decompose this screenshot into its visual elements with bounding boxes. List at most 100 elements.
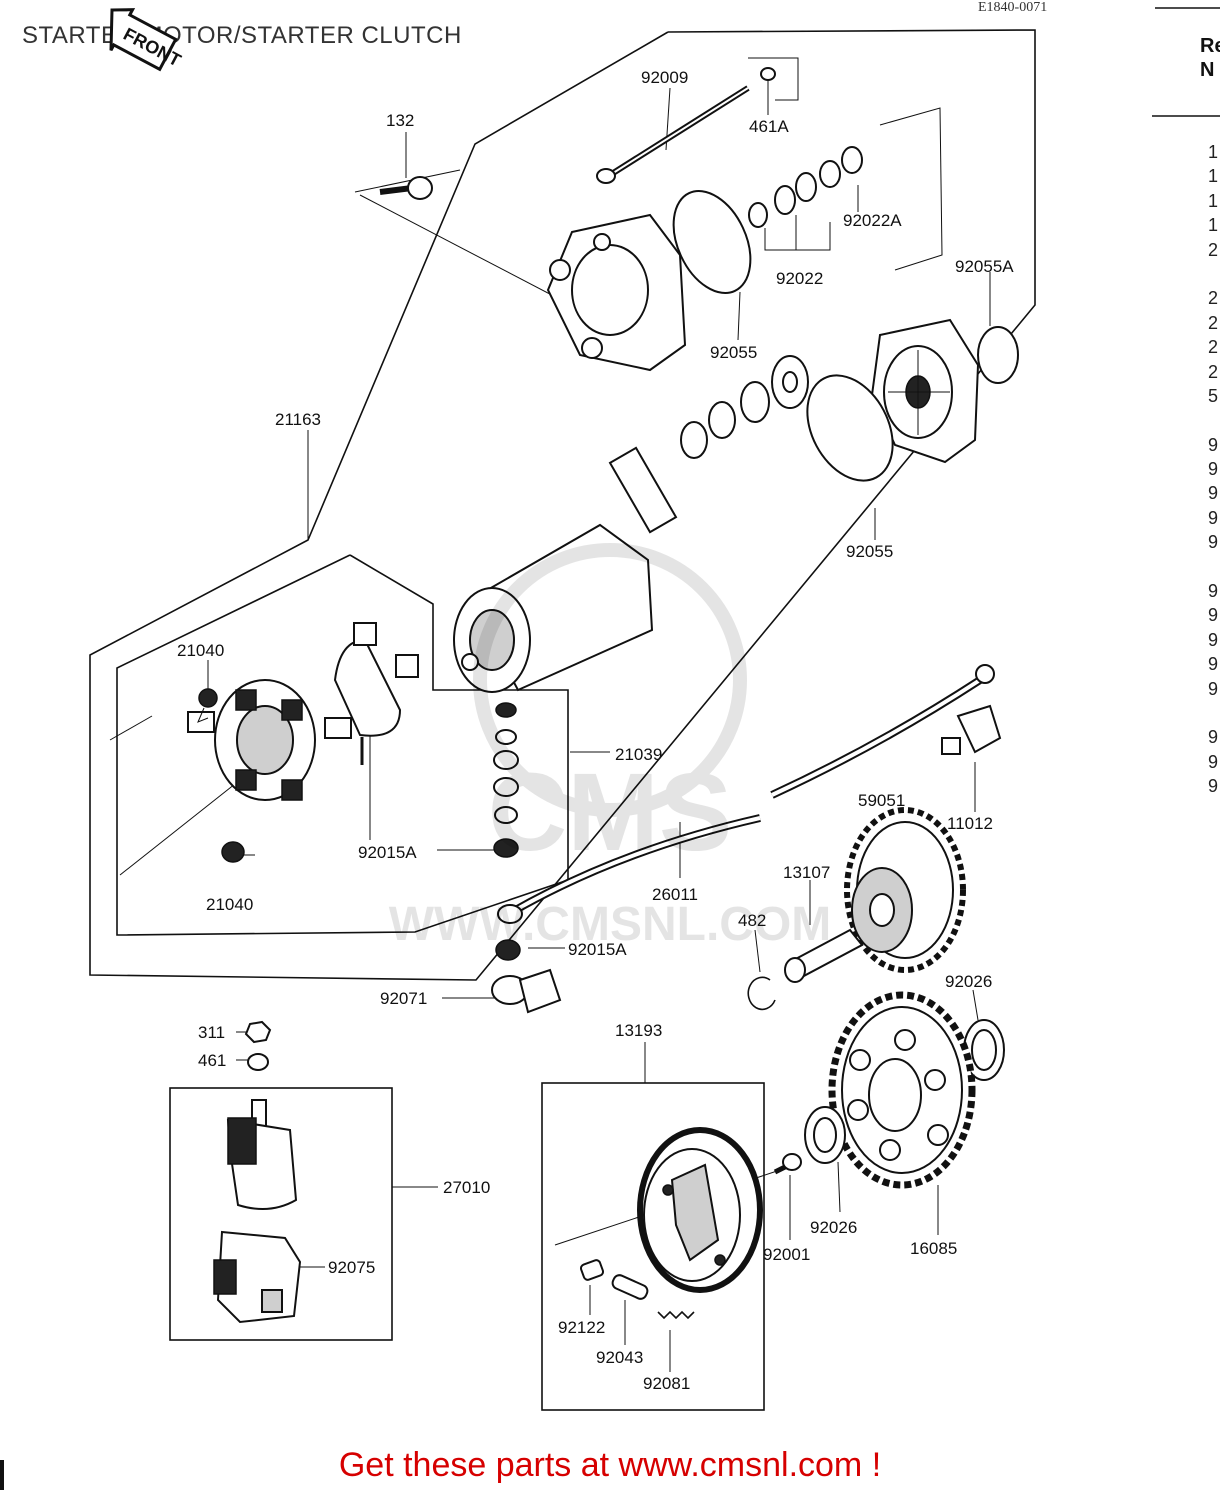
ref-number: 9 <box>1208 434 1219 455</box>
label-21040-top: 21040 <box>177 641 224 660</box>
label-92055-mid: 92055 <box>846 542 893 561</box>
label-21163: 21163 <box>275 410 321 429</box>
end-cover-icon <box>546 213 687 372</box>
leader-92026-top <box>972 989 979 1021</box>
ref-heading-line-1: Re <box>1200 35 1220 57</box>
label-92043: 92043 <box>596 1348 643 1367</box>
label-21040-bottom: 21040 <box>206 895 253 914</box>
label-92055a: 92055A <box>955 257 1014 276</box>
circlip-482-icon <box>747 976 776 1011</box>
ref-column-heading: Re N <box>1200 34 1220 82</box>
label-92055-top: 92055 <box>710 343 757 362</box>
ref-number: 9 <box>1208 507 1219 528</box>
label-92022: 92022 <box>776 269 823 288</box>
ref-number: 9 <box>1208 459 1219 480</box>
label-132: 132 <box>386 111 414 130</box>
clutch-box-13193 <box>541 1082 765 1411</box>
solenoid-27010-icon <box>226 1099 298 1210</box>
ref-number: 9 <box>1208 751 1219 772</box>
nut-311-icon <box>244 1020 272 1044</box>
leader-92055-top <box>737 291 741 341</box>
label-27010: 27010 <box>443 1178 490 1197</box>
bolt-92009-icon <box>596 85 750 184</box>
label-26011: 26011 <box>652 885 698 904</box>
brush-holder-icon <box>187 679 352 801</box>
spring-92081-icon <box>657 1310 695 1320</box>
bolt-92001-icon <box>773 1153 802 1175</box>
ref-number: 2 <box>1208 288 1219 309</box>
cta-link[interactable]: Get these parts at www.cmsnl.com ! <box>338 1446 882 1484</box>
label-92015a-left: 92015A <box>358 843 417 862</box>
o-ring-92055-mid-icon <box>806 374 894 482</box>
label-92015a-bottom: 92015A <box>568 940 627 959</box>
label-461a: 461A <box>749 117 789 136</box>
ref-number: 9 <box>1208 776 1219 797</box>
label-59051: 59051 <box>858 791 905 810</box>
ref-number: 2 <box>1208 239 1219 260</box>
ref-number: 1 <box>1208 166 1219 187</box>
ref-number: 9 <box>1208 581 1219 602</box>
label-92026-top: 92026 <box>945 972 992 991</box>
ref-number: 1 <box>1208 215 1219 236</box>
ref-number: 9 <box>1208 605 1219 626</box>
ref-number: 9 <box>1208 727 1219 748</box>
label-92026-bottom: 92026 <box>810 1218 857 1237</box>
ref-number: 9 <box>1208 654 1219 675</box>
washers-92022-icon <box>748 146 863 228</box>
ref-number: 9 <box>1208 483 1219 504</box>
label-92075: 92075 <box>328 1258 375 1277</box>
washer-92026-top-icon <box>963 1019 1005 1081</box>
spring-21040-bottom-icon <box>221 841 255 863</box>
leader-92026-bottom <box>837 1161 841 1213</box>
terminal-cap-11012-icon <box>941 704 1002 755</box>
leader-482 <box>754 929 761 973</box>
spring-21040-top-icon <box>197 688 218 723</box>
cover-92075-icon <box>213 1230 302 1324</box>
label-21039: 21039 <box>615 745 662 764</box>
left-edge-mark <box>0 1460 4 1490</box>
washer-461a-icon <box>760 67 776 81</box>
washer-stack-92015a-icon <box>493 702 519 858</box>
terminal-92071-icon <box>491 968 562 1014</box>
solenoid-box-27010 <box>169 1087 393 1341</box>
ref-number: 5 <box>1208 385 1219 406</box>
ref-number: 1 <box>1208 142 1219 162</box>
front-arrow-icon: FRONT <box>109 8 184 72</box>
ref-number: 2 <box>1208 312 1219 333</box>
label-311: 311 <box>198 1023 225 1042</box>
label-92022a: 92022A <box>843 211 902 230</box>
label-482: 482 <box>738 911 766 930</box>
gear-59051-icon <box>844 807 966 973</box>
label-461: 461 <box>198 1051 226 1070</box>
label-92009: 92009 <box>641 68 688 87</box>
brush-set-icon <box>333 622 419 765</box>
label-16085: 16085 <box>910 1239 957 1258</box>
sprocket-16085-icon <box>828 991 976 1189</box>
ref-number: 9 <box>1208 678 1219 699</box>
washer-461-icon <box>247 1053 269 1071</box>
label-13107: 13107 <box>783 863 830 882</box>
o-ring-92055-top-icon <box>672 189 752 295</box>
label-13193: 13193 <box>615 1021 662 1040</box>
label-92001: 92001 <box>763 1245 810 1264</box>
leader-brush-upper <box>109 715 153 741</box>
o-ring-92055a-icon <box>977 326 1019 384</box>
leader-brush-lower <box>119 779 241 876</box>
shaft-shims-icon <box>680 355 809 459</box>
ref-heading-line-2: N <box>1200 59 1215 81</box>
label-92081: 92081 <box>643 1374 690 1393</box>
cable-26011-icon <box>497 664 995 924</box>
leader-132-main <box>354 169 461 193</box>
label-92122: 92122 <box>558 1318 605 1337</box>
assembly-outline-21163 <box>89 29 1036 981</box>
washer-92026-bottom-icon <box>804 1106 846 1164</box>
page-title: STARTER MOTOR/STARTER CLUTCH <box>22 22 462 49</box>
clutch-housing-13193-icon <box>637 1127 763 1293</box>
label-11012: 11012 <box>947 814 993 833</box>
bracket-92022a <box>879 107 943 271</box>
nut-92015a-bottom-icon <box>495 939 521 961</box>
roller-92122-icon <box>579 1259 605 1281</box>
leader-92022 <box>764 222 831 251</box>
